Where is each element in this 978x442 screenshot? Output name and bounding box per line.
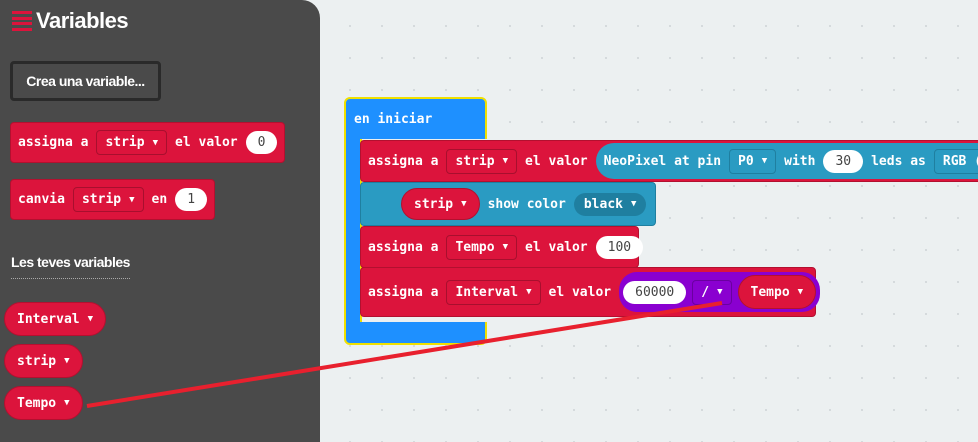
dropdown-arrow-icon: ▼ [152,137,159,148]
dropdown-value: RGB (GR [942,153,978,169]
block-label: assigna a [368,284,439,300]
dropdown-arrow-icon: ▼ [129,194,135,205]
dropdown-value: / [701,284,710,300]
value-input[interactable]: 1 [175,188,208,211]
block-label: with [784,153,816,169]
block-label: assigna a [368,239,439,255]
color-dropdown[interactable]: black ▼ [573,192,647,216]
pin-dropdown[interactable]: P0 ▼ [729,148,777,174]
create-variable-button[interactable]: Crea una variable... [10,61,161,101]
dropdown-value: strip [105,135,145,150]
dropdown-value: Tempo [455,239,495,255]
value-input[interactable]: 100 [595,235,644,259]
show-color-block[interactable]: strip ▼ show color black ▼ [360,182,656,226]
block-label: en [151,192,168,207]
tempo-variable-block[interactable]: Tempo ▼ [737,275,817,309]
variable-dropdown[interactable]: strip ▼ [96,130,168,155]
dropdown-arrow-icon: ▼ [87,314,94,324]
variable-block-strip[interactable]: strip ▼ [4,344,83,378]
set-variable-block[interactable]: assigna a strip ▼ el valor 0 [10,122,286,163]
dropdown-arrow-icon: ▼ [64,356,70,366]
strip-variable-block[interactable]: strip ▼ [401,188,480,220]
variable-dropdown[interactable]: strip ▼ [72,187,144,212]
change-variable-block[interactable]: canvia strip ▼ en 1 [10,179,216,220]
variable-dropdown[interactable]: strip ▼ [446,148,518,174]
dropdown-arrow-icon: ▼ [526,287,532,297]
dropdown-arrow-icon: ▼ [630,199,637,209]
variable-name: Tempo [17,395,57,411]
block-label: el valor [525,239,588,255]
variable-block-tempo[interactable]: Tempo ▼ [4,386,83,420]
flyout-title-text: Variables [36,8,129,33]
section-label: Les teves variables [11,254,130,279]
dropdown-arrow-icon: ▼ [761,156,768,166]
dropdown-value: black [583,196,623,212]
dropdown-value: P0 [738,153,754,169]
dropdown-value: strip [455,153,495,169]
led-count-input[interactable]: 30 [823,149,864,173]
variable-name: strip [414,196,454,212]
block-label: NeoPixel at pin [603,153,722,169]
set-interval-block[interactable]: assigna a Interval ▼ el valor 60000 / ▼ Te… [360,267,821,317]
variable-name: strip [17,353,57,369]
dropdown-arrow-icon: ▼ [64,398,70,408]
set-strip-block[interactable]: assigna a strip ▼ el valor NeoPixel at pi… [360,140,978,182]
block-label: assigna a [18,135,89,150]
block-label: canvia [18,192,65,207]
block-label: el valor [175,135,238,150]
variable-block-interval[interactable]: Interval ▼ [4,302,107,336]
dividend-input[interactable]: 60000 [623,280,687,304]
dropdown-arrow-icon: ▼ [797,287,804,297]
on-start-label: en iniciar [354,112,433,127]
block-label: show color [487,196,566,212]
dropdown-arrow-icon: ▼ [502,242,509,252]
value-input[interactable]: 0 [245,131,278,154]
variable-dropdown[interactable]: Interval ▼ [446,279,541,305]
block-label: leds as [871,153,926,169]
flyout-title: Variables [12,8,129,34]
variable-name: Tempo [750,284,790,300]
neopixel-create-block[interactable]: NeoPixel at pin P0 ▼ with 30 leds as RGB … [595,143,978,179]
variable-name: Interval [17,311,80,327]
dropdown-arrow-icon: ▼ [717,287,723,297]
dropdown-arrow-icon: ▼ [461,199,467,209]
set-tempo-block[interactable]: assigna a Tempo ▼ el valor 100 [360,226,644,268]
variables-flyout: Variables Crea una variable... assigna a… [0,0,320,442]
mode-dropdown[interactable]: RGB (GR [933,148,978,174]
dropdown-value: strip [81,192,122,207]
variable-dropdown[interactable]: Tempo ▼ [446,234,518,260]
block-label: assigna a [368,153,439,169]
block-label: el valor [548,284,612,300]
variables-category-icon [12,11,32,31]
block-label: el valor [525,153,588,169]
dropdown-arrow-icon: ▼ [502,156,509,166]
dropdown-value: Interval [455,284,519,300]
